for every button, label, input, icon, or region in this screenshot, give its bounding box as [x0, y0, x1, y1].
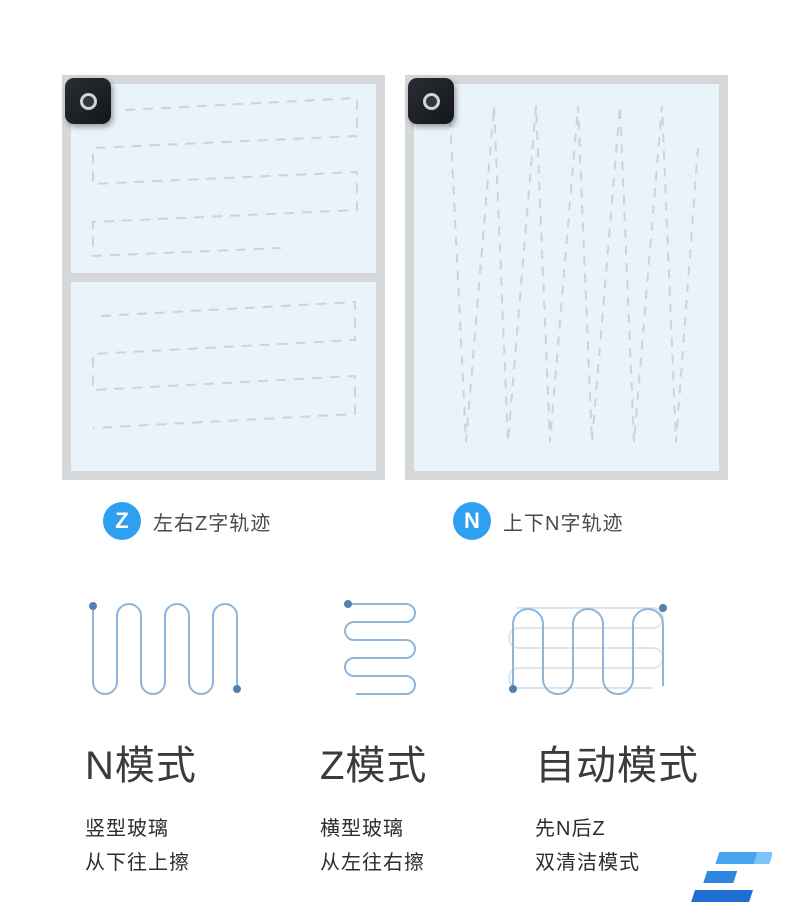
n-trajectory-caption: N 上下N字轨迹: [453, 502, 623, 540]
auto-mode-desc-line1: 先N后Z: [535, 818, 606, 840]
glass-pane-bottom: [71, 282, 376, 471]
auto-mode-title: 自动模式: [535, 744, 699, 788]
auto-mode-desc-line2: 双清洁模式: [535, 852, 640, 874]
z-mode-desc-line1: 横型玻璃: [320, 818, 404, 840]
n-badge-letter: N: [464, 508, 480, 533]
z-mode-title: Z模式: [320, 744, 428, 788]
n-mode-pattern-graphic: [85, 594, 247, 706]
n-badge-icon: N: [453, 502, 491, 540]
n-mode-description: 竖型玻璃 从下往上擦: [85, 812, 190, 880]
auto-mode-pattern-graphic: [505, 594, 673, 706]
glass-pane-top: [71, 84, 376, 273]
z-trajectory-panel: [62, 75, 385, 480]
n-path-graphic: [449, 105, 699, 443]
z-path-graphic-bottom: [92, 300, 356, 429]
brand-logo: [680, 850, 772, 910]
z-mode-description: 横型玻璃 从左往右擦: [320, 812, 425, 880]
robot-device-icon: [65, 78, 111, 124]
n-trajectory-label: 上下N字轨迹: [503, 512, 624, 535]
n-mode-desc-line1: 竖型玻璃: [85, 818, 169, 840]
z-badge-icon: Z: [103, 502, 141, 540]
robot-device-icon: [408, 78, 454, 124]
robot-lens-icon: [79, 92, 97, 110]
auto-mode-description: 先N后Z 双清洁模式: [535, 812, 640, 880]
z-mode-desc-line2: 从左往右擦: [320, 852, 425, 874]
z-trajectory-label: 左右Z字轨迹: [153, 512, 272, 535]
z-trajectory-caption: Z 左右Z字轨迹: [103, 502, 271, 540]
n-trajectory-panel: [405, 75, 728, 480]
n-mode-desc-line2: 从下往上擦: [85, 852, 190, 874]
z-path-graphic-top: [92, 96, 358, 258]
robot-lens-icon: [422, 92, 440, 110]
z-mode-pattern-graphic: [338, 594, 422, 706]
n-mode-title: N模式: [85, 744, 197, 788]
z-badge-letter: Z: [115, 508, 129, 533]
glass-pane-full: [414, 84, 719, 471]
